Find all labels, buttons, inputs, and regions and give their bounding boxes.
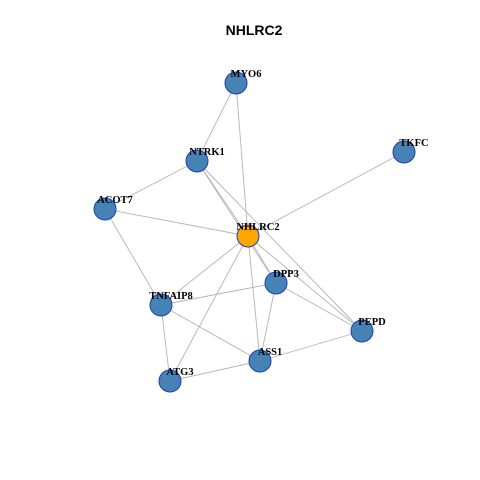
node-label-ass1: ASS1: [258, 347, 283, 358]
node-label-acot7: ACOT7: [97, 195, 133, 206]
edge-nhlrc2-pepd: [247, 235, 363, 332]
edge-nhlrc2-ass1: [247, 235, 261, 362]
edge-ntrk1-pepd: [196, 160, 363, 332]
edge-dpp3-pepd: [275, 282, 363, 332]
edge-ass1-atg3: [169, 360, 261, 382]
node-myo6[interactable]: [224, 71, 248, 95]
nodes-layer: [93, 71, 416, 393]
node-label-myo6: MYO6: [231, 69, 262, 80]
graph-title: NHLRC2: [226, 22, 283, 38]
node-label-pepd: PEPD: [358, 317, 386, 328]
node-acot7[interactable]: [93, 197, 117, 221]
node-ass1[interactable]: [248, 349, 272, 373]
edge-dpp3-tnfaip8: [160, 282, 277, 306]
edge-acot7-tnfaip8: [104, 208, 162, 306]
edge-myo6-ntrk1: [196, 82, 237, 162]
edge-pepd-ass1: [259, 330, 363, 362]
edge-ntrk1-acot7: [104, 160, 198, 210]
edge-ntrk1-dpp3: [196, 160, 277, 284]
node-label-atg3: ATG3: [166, 367, 193, 378]
node-label-ntrk1: NTRK1: [189, 147, 225, 158]
edge-acot7-nhlrc2: [104, 208, 249, 237]
node-label-tkfc: TKFC: [399, 138, 428, 149]
node-ntrk1[interactable]: [185, 149, 209, 173]
node-label-dpp3: DPP3: [273, 269, 299, 280]
edge-tkfc-nhlrc2: [247, 151, 405, 237]
node-label-tnfaip8: TNFAIP8: [149, 291, 193, 302]
node-label-nhlrc2: NHLRC2: [236, 222, 279, 233]
edge-nhlrc2-atg3: [169, 235, 249, 382]
node-tkfc[interactable]: [392, 140, 416, 164]
edge-nhlrc2-tnfaip8: [160, 235, 249, 306]
node-pepd[interactable]: [350, 319, 374, 343]
edge-tnfaip8-ass1: [160, 304, 261, 362]
node-nhlrc2[interactable]: [236, 224, 260, 248]
node-atg3[interactable]: [158, 369, 182, 393]
edge-tnfaip8-atg3: [160, 304, 171, 382]
edges-layer: [104, 82, 405, 382]
edge-myo6-nhlrc2: [235, 82, 249, 237]
node-tnfaip8[interactable]: [149, 293, 173, 317]
node-dpp3[interactable]: [264, 271, 288, 295]
edge-dpp3-ass1: [259, 282, 277, 362]
